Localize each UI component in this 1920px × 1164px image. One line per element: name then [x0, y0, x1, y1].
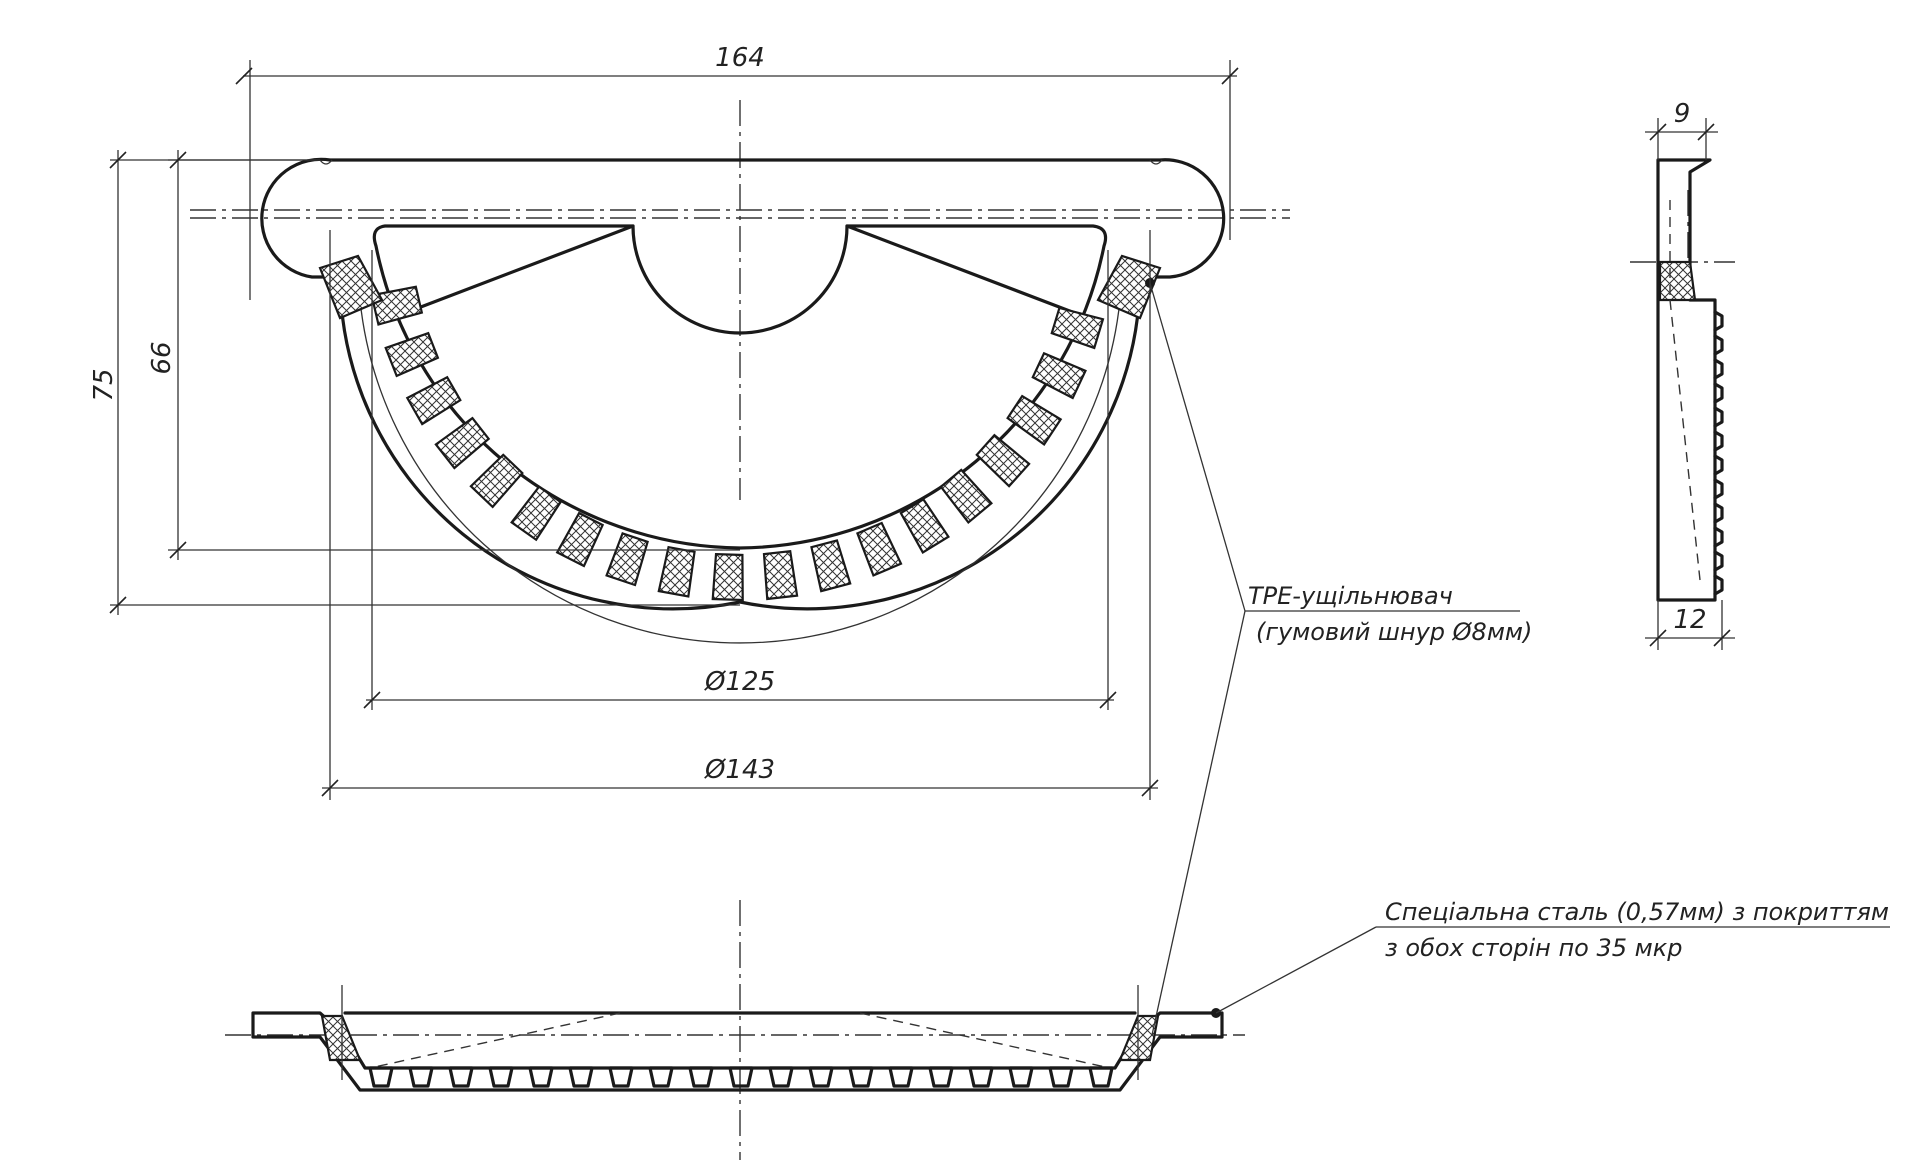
corrugation-segment [899, 497, 950, 554]
plan-tooth [488, 1066, 514, 1088]
side-ridge [1713, 310, 1724, 332]
tpe-leader-upper [1149, 282, 1246, 612]
plan-tooth [1048, 1066, 1074, 1088]
tpe-note-line1: TPE-ущільнювач [1248, 582, 1453, 610]
plan-tooth [848, 1066, 874, 1088]
corrugation-segment [434, 416, 491, 470]
side-hidden-line [1669, 299, 1701, 581]
rib-line-right [845, 224, 1090, 320]
tpe-leader-lower [1151, 610, 1246, 1036]
plan-teeth [368, 1066, 1114, 1088]
corrugation-segment [370, 285, 424, 326]
seal-left [318, 254, 384, 320]
dim-125-label: Ø125 [704, 667, 775, 697]
plan-tooth [728, 1066, 754, 1088]
corrugation-segment [510, 485, 563, 542]
side-ridge [1713, 382, 1724, 404]
plan-view [225, 900, 1245, 1160]
corrugation-segment [711, 552, 744, 602]
plan-seal-right [1118, 1014, 1160, 1062]
plan-tooth [768, 1066, 794, 1088]
plan-tooth [888, 1066, 914, 1088]
flange-notch-left [319, 159, 333, 165]
corrugation-segment [405, 375, 462, 426]
plan-tooth [648, 1066, 674, 1088]
plan-tooth [448, 1066, 474, 1088]
side-ridge [1713, 502, 1724, 524]
corrugation-segment [810, 539, 852, 593]
plan-hidden-rib-left [369, 1012, 621, 1069]
corrugation-segment [469, 453, 524, 509]
front-view: 164 75 66 Ø125 Ø143 [89, 43, 1290, 800]
plan-tooth [1008, 1066, 1034, 1088]
plan-flange [251, 1011, 1224, 1092]
steel-note-line2: з обох сторін по 35 мкр [1385, 934, 1682, 962]
corrugation-segments [370, 285, 1105, 602]
plan-tooth [688, 1066, 714, 1088]
dim-12-label: 12 [1673, 605, 1706, 635]
plan-seal-left [320, 1014, 362, 1062]
plan-tooth [528, 1066, 554, 1088]
plate-outline [260, 157, 1226, 611]
seal-right [1096, 254, 1162, 320]
corrugation-segment [1031, 351, 1087, 400]
side-ridge [1713, 358, 1724, 380]
plan-tooth [368, 1066, 394, 1088]
dim-66-label: 66 [147, 341, 177, 374]
side-ridge [1713, 478, 1724, 500]
side-ridge [1713, 574, 1724, 596]
dim-75-label: 75 [89, 368, 119, 401]
corrugation-segment [605, 532, 649, 587]
steel-note-line1: Спеціальна сталь (0,57мм) з покриттям [1385, 898, 1889, 926]
flange-notch-right [1149, 159, 1163, 165]
corrugation-segment [1050, 306, 1105, 350]
plan-tooth [568, 1066, 594, 1088]
corrugation-segment [555, 511, 605, 568]
corrugation-segment [975, 433, 1031, 488]
steel-leader [1215, 926, 1377, 1014]
corrugation-segment [939, 468, 993, 525]
corrugation-segment [762, 549, 799, 601]
corrugation-segment [1006, 394, 1063, 446]
side-seal [1658, 260, 1697, 302]
plan-tooth [608, 1066, 634, 1088]
side-ridges [1713, 310, 1724, 596]
plan-hidden-rib-right [859, 1012, 1111, 1069]
side-ridge [1713, 406, 1724, 428]
corrugation-segment [384, 331, 440, 378]
side-ridge [1713, 526, 1724, 548]
side-ridge [1713, 550, 1724, 572]
side-ridge [1713, 430, 1724, 452]
plan-tooth [928, 1066, 954, 1088]
side-view: 9 12 [1630, 99, 1735, 650]
side-ridge [1713, 334, 1724, 356]
corrugation-segment [657, 545, 696, 598]
annotations: TPE-ущільнювач (гумовий шнур Ø8мм) Спеці… [1149, 282, 1890, 1036]
corrugation-segment [856, 521, 903, 577]
tpe-note-line2: (гумовий шнур Ø8мм) [1256, 618, 1532, 646]
rib-line-left [390, 224, 635, 320]
plan-tooth [808, 1066, 834, 1088]
side-ridge [1713, 454, 1724, 476]
plan-tooth [968, 1066, 994, 1088]
inner-ring-arc [359, 299, 1121, 644]
side-plate [1656, 158, 1717, 602]
dim-143-label: Ø143 [704, 755, 775, 785]
dim-9-label: 9 [1674, 99, 1691, 129]
dim-164-label: 164 [715, 43, 765, 73]
plan-tooth [408, 1066, 434, 1088]
plan-tooth [1088, 1066, 1114, 1088]
